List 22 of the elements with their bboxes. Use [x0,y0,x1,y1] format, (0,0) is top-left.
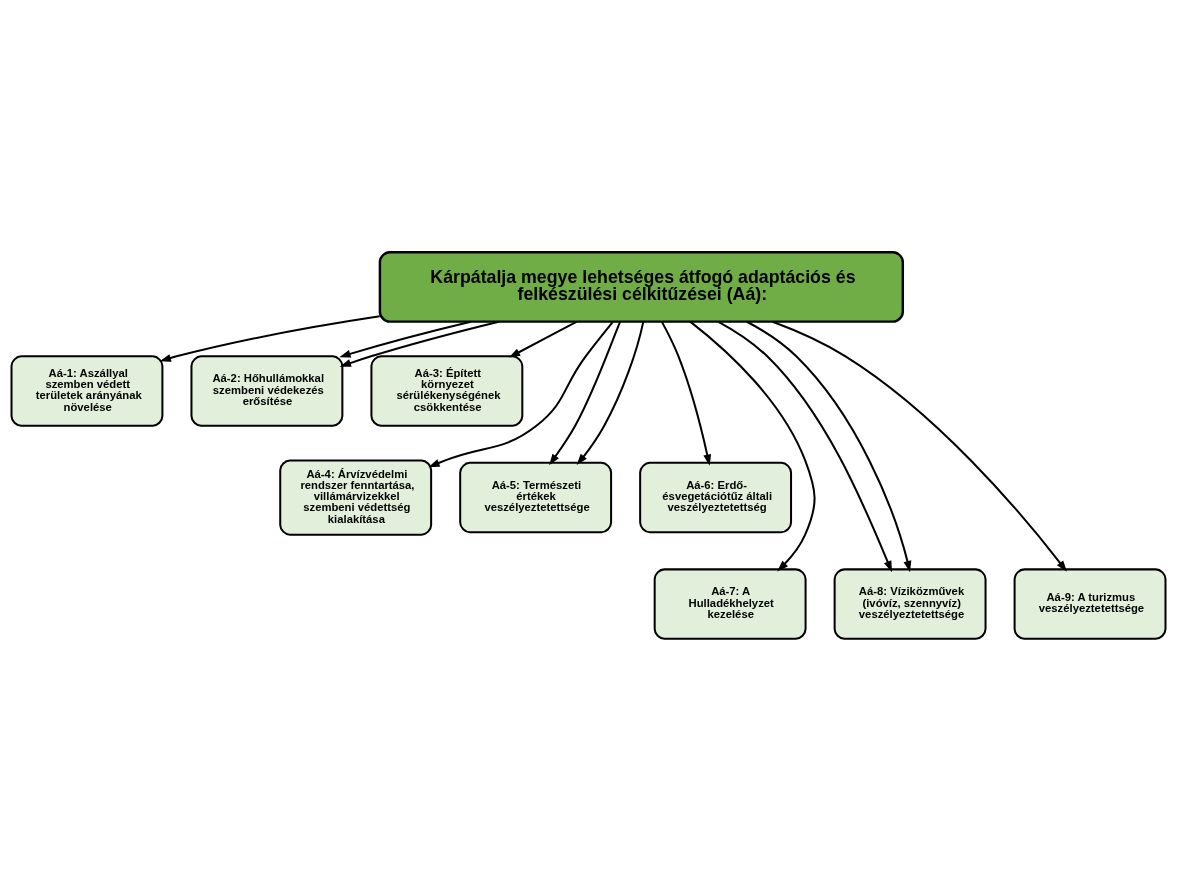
arrow [717,320,893,572]
arrow [549,320,621,465]
arrow [746,320,912,572]
node-box: Aá-8: Víziközművek (ivóvíz, szennyvíz) veszélyeztetettsége [833,567,987,640]
node-box: Aá-9: A turizmus veszélyeztetettsége [1013,567,1167,640]
node-box: Aá-5: Természeti értékek veszélyeztetettsége [459,461,613,533]
node-box: Aá-6: Erdő- ésvegetációtűz általi veszélyeztetettség [639,461,793,533]
arrow [508,320,578,358]
node-box: Aá-1: Aszállyal szemben védett területek arányának növelése [10,354,164,427]
node-box: Aá-2: Hőhullámokkal szembeni védekezés erősítése [190,354,344,427]
arrow [339,320,472,358]
arrow [159,314,380,362]
node-box: Kárpátalja megye lehetséges átfogó adaptációs és felkészülési célkitűzései (Aá): [378,250,905,323]
arrow [428,320,614,467]
node-box: Aá-7: A Hulladékhelyzet kezelése [653,567,807,640]
node-box: Aá-4: Árvízvédelmi rendszer fenntartása, villámárvizekkel szembeni védettség kialakítása [279,458,433,536]
arrow [661,320,712,466]
arrow [576,321,645,465]
arrow [772,320,1067,572]
node-box: Aá-3: Épített környezet sérülékenységének csökkentése [370,354,524,427]
arrow [689,320,816,571]
arrow [339,320,500,367]
